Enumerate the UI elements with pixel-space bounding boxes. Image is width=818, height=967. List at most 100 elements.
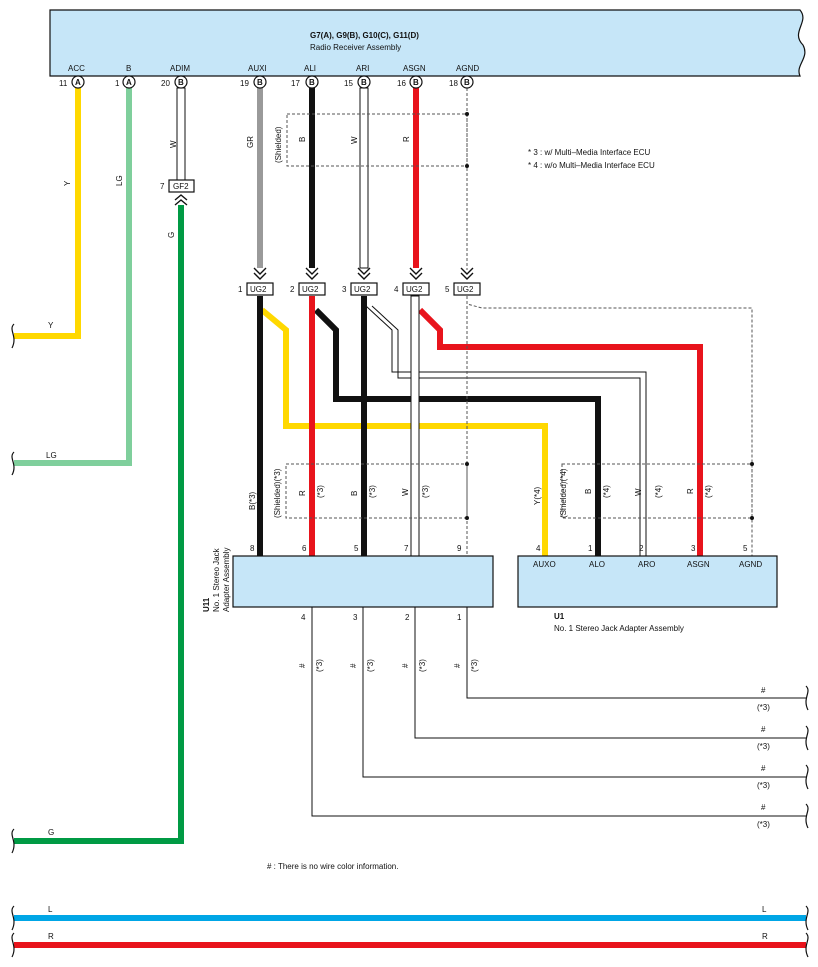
svg-text:3: 3 bbox=[342, 285, 347, 294]
svg-text:2: 2 bbox=[639, 544, 644, 553]
svg-text:#: # bbox=[761, 686, 766, 695]
u1-name: No. 1 Stereo Jack Adapter Assembly bbox=[554, 624, 684, 633]
svg-text:2: 2 bbox=[405, 613, 410, 622]
radio-pin-letters: A A B B B B B B bbox=[75, 78, 470, 87]
pin-num-b: 1 bbox=[115, 79, 120, 88]
bus-l-label-right: L bbox=[762, 905, 767, 914]
wire-black-alo bbox=[313, 307, 601, 556]
right-output-labels: # (*3) # (*3) # (*3) # (*3) bbox=[757, 686, 770, 829]
svg-text:4: 4 bbox=[301, 613, 306, 622]
svg-text:A: A bbox=[75, 78, 81, 87]
wire-lg bbox=[14, 88, 132, 466]
shield-dot bbox=[750, 516, 754, 520]
u1-box bbox=[517, 555, 778, 608]
svg-text:ALO: ALO bbox=[589, 560, 605, 569]
svg-text:A: A bbox=[126, 78, 132, 87]
u11-name-1: No. 1 Stereo Jack bbox=[212, 547, 221, 612]
svg-text:UG2: UG2 bbox=[457, 285, 474, 294]
left-label-g: G bbox=[48, 828, 54, 837]
svg-text:1: 1 bbox=[457, 613, 462, 622]
wire-u11-w bbox=[410, 295, 420, 557]
u11-shield-label: (Shielded)(*3) bbox=[273, 468, 282, 518]
u11-bottom-pins: 4 3 2 1 bbox=[301, 613, 462, 622]
wire-red-asgn bbox=[417, 307, 703, 556]
svg-text:4: 4 bbox=[536, 544, 541, 553]
u11-shield bbox=[285, 463, 468, 519]
svg-text:3: 3 bbox=[691, 544, 696, 553]
svg-text:UG2: UG2 bbox=[354, 285, 371, 294]
pin-name-acc: ACC bbox=[68, 64, 85, 73]
svg-text:B: B bbox=[361, 78, 367, 87]
radio-pins: ACC B ADIM AUXI ALI ARI ASGN AGND 11 1 2… bbox=[59, 64, 479, 88]
radio-subtitle: Radio Receiver Assembly bbox=[310, 43, 401, 52]
u1-code: U1 bbox=[554, 612, 565, 621]
wire-g bbox=[14, 205, 184, 844]
left-label-y: Y bbox=[48, 321, 54, 330]
u1-wire-label-aro: W bbox=[634, 488, 643, 496]
pin-name-b: B bbox=[126, 64, 131, 73]
svg-text:#: # bbox=[349, 663, 358, 668]
svg-text:#: # bbox=[761, 725, 766, 734]
svg-text:AUXO: AUXO bbox=[533, 560, 556, 569]
svg-text:ARO: ARO bbox=[638, 560, 655, 569]
svg-text:(*3): (*3) bbox=[757, 781, 770, 790]
wire-y bbox=[14, 88, 81, 339]
u11-wire-label: (*3) bbox=[316, 485, 325, 498]
pin-name-agnd: AGND bbox=[456, 64, 479, 73]
gf2-num: 7 bbox=[160, 182, 165, 191]
svg-text:UG2: UG2 bbox=[250, 285, 267, 294]
svg-text:AGND: AGND bbox=[739, 560, 762, 569]
svg-text:#: # bbox=[401, 663, 410, 668]
u11-code: U11 bbox=[202, 597, 211, 612]
radio-title: G7(A), G9(B), G10(C), G11(D) bbox=[310, 31, 419, 40]
svg-text:1: 1 bbox=[238, 285, 243, 294]
ug2-chevrons bbox=[253, 267, 474, 280]
wire-yellow-auxo bbox=[260, 307, 548, 556]
pin-num-ali: 17 bbox=[291, 79, 300, 88]
note-hash: # : There is no wire color information. bbox=[267, 862, 398, 871]
wire-label-y: Y bbox=[63, 180, 72, 186]
svg-text:5: 5 bbox=[445, 285, 450, 294]
u11-output-wires bbox=[311, 607, 806, 817]
note-w-mmi: * 3 : w/ Multi–Media Interface ECU bbox=[528, 148, 650, 157]
svg-text:5: 5 bbox=[743, 544, 748, 553]
wire-label-g: G bbox=[167, 232, 176, 238]
u1-wire-note: (*4) bbox=[704, 485, 713, 498]
svg-text:#: # bbox=[298, 663, 307, 668]
wire-label-lg: LG bbox=[115, 175, 124, 186]
upper-shield bbox=[286, 113, 468, 167]
upper-shield-label: (Shielded) bbox=[274, 126, 283, 163]
u11-bottom-wire-labels: # (*3) # (*3) # (*3) # (*3) bbox=[298, 659, 479, 672]
u1-wire-note: (*4) bbox=[602, 485, 611, 498]
u1-wire-label-alo: B bbox=[584, 489, 593, 494]
gf2-chevrons bbox=[174, 194, 188, 206]
u11-wire-label: R bbox=[298, 490, 307, 496]
bus-l-label-left: L bbox=[48, 905, 53, 914]
svg-text:9: 9 bbox=[457, 544, 462, 553]
svg-text:4: 4 bbox=[394, 285, 399, 294]
svg-text:#: # bbox=[453, 663, 462, 668]
u11-wire-label: (*3) bbox=[368, 485, 377, 498]
wire-label-ali: B bbox=[298, 137, 307, 142]
svg-text:B: B bbox=[309, 78, 315, 87]
left-label-lg: LG bbox=[46, 451, 57, 460]
radio-receiver-box bbox=[49, 9, 806, 77]
svg-text:(*3): (*3) bbox=[366, 659, 375, 672]
svg-text:5: 5 bbox=[354, 544, 359, 553]
bus-r-label-right: R bbox=[762, 932, 768, 941]
svg-text:B: B bbox=[413, 78, 419, 87]
wire-adim bbox=[176, 87, 186, 181]
svg-text:6: 6 bbox=[302, 544, 307, 553]
svg-text:#: # bbox=[761, 764, 766, 773]
wire-white-aro bbox=[365, 305, 647, 556]
u1-wire-label-asgn: R bbox=[686, 488, 695, 494]
pin-name-ali: ALI bbox=[304, 64, 316, 73]
pin-num-acc: 11 bbox=[59, 79, 68, 88]
svg-text:1: 1 bbox=[588, 544, 593, 553]
u1-shield-label: (Shielded)(*4) bbox=[559, 468, 568, 518]
u11-wire-label: B(*3) bbox=[248, 491, 257, 510]
u11-wire-label: W bbox=[401, 488, 410, 496]
svg-text:B: B bbox=[464, 78, 470, 87]
right-break-marks bbox=[805, 685, 809, 829]
wire-label-asgn: R bbox=[402, 136, 411, 142]
